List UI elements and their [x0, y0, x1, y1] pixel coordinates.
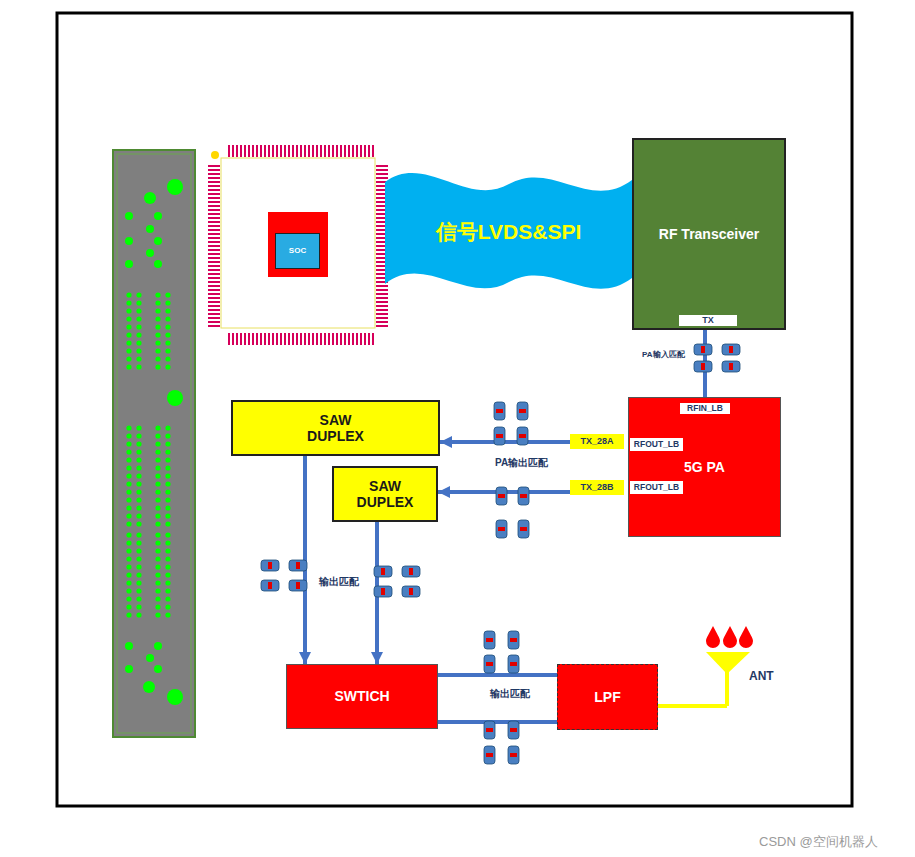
- node-text: TX_28B: [580, 483, 613, 492]
- matching-component: [496, 520, 507, 538]
- matching-component: [694, 344, 712, 355]
- watermark: CSDN @空间机器人: [758, 835, 879, 849]
- pin-label-box: TX: [679, 315, 737, 326]
- die: [268, 212, 328, 277]
- matching-component: [484, 631, 495, 649]
- antenna-stem: [725, 672, 729, 706]
- node-text: LPF: [594, 689, 620, 705]
- matching-component: [484, 721, 495, 739]
- node-text: TX_28A: [580, 437, 613, 446]
- callout-label: 输出匹配: [318, 576, 360, 587]
- chip-pins: [208, 145, 388, 345]
- matching-component: [494, 427, 505, 445]
- matching-component: [518, 520, 529, 538]
- matching-component: [508, 746, 519, 764]
- node-text: SWTICH: [334, 688, 389, 704]
- net-label-box: TX_28B: [570, 480, 624, 495]
- matching-component: [289, 560, 307, 571]
- node-text: SAW DUPLEX: [345, 478, 425, 510]
- callout-label: PA输入匹配: [641, 351, 686, 360]
- node-text: 信号LVDS&SPI: [436, 220, 581, 244]
- matching-component: [402, 566, 420, 577]
- matching-component: [518, 487, 529, 505]
- soc-chip: SOC: [275, 233, 320, 269]
- matching-component: [374, 566, 392, 577]
- matching-component: [508, 631, 519, 649]
- chip-body: [221, 158, 375, 328]
- matching-component: [722, 344, 740, 355]
- matching-component: [484, 746, 495, 764]
- antenna-label: ANT: [748, 670, 775, 683]
- matching-component: [694, 361, 712, 372]
- matching-component: [261, 560, 279, 571]
- matching-component: [289, 580, 307, 591]
- antenna-feed: [658, 704, 727, 708]
- matching-component: [402, 586, 420, 597]
- callout-label: PA输出匹配: [494, 457, 549, 468]
- pa-box: RFIN_LB RFOUT_LB RFOUT_LB 5G PA: [628, 397, 781, 537]
- pin-label-box: RFIN_LB: [680, 403, 730, 414]
- node-text: 5G PA: [684, 459, 725, 475]
- callout-label: 输出匹配: [489, 688, 531, 699]
- matching-component: [496, 487, 507, 505]
- transceiver-box: TX RF Transceiver: [632, 138, 786, 330]
- filter-box: SAW DUPLEX: [231, 400, 440, 456]
- matching-component: [722, 361, 740, 372]
- matching-component: [508, 721, 519, 739]
- connector-board: [113, 150, 195, 737]
- pin-label-box: RFOUT_LB: [630, 438, 683, 451]
- filter-box: SAW DUPLEX: [332, 466, 438, 522]
- matching-component: [484, 655, 495, 673]
- pin1-dot: [211, 151, 219, 159]
- signal-connector: [438, 673, 557, 677]
- antenna-symbol: [706, 652, 750, 674]
- connector-board-inner: [117, 154, 191, 733]
- matching-component: [261, 580, 279, 591]
- node-text: RF Transceiver: [659, 226, 759, 242]
- matching-component: [494, 402, 505, 420]
- matching-component: [374, 586, 392, 597]
- switch-box: SWTICH: [286, 664, 438, 729]
- connector-pads: [125, 179, 183, 705]
- node-text: SOC: [289, 246, 306, 255]
- matching-component: [517, 402, 528, 420]
- antenna-waves: [706, 626, 753, 648]
- filter-box: LPF: [557, 664, 658, 730]
- net-label-box: TX_28A: [570, 434, 624, 449]
- matching-component: [508, 655, 519, 673]
- node-text: TX: [702, 316, 714, 325]
- outer-frame: [57, 13, 852, 806]
- node-text: RFIN_LB: [687, 404, 723, 413]
- pin-label-box: RFOUT_LB: [630, 481, 683, 494]
- matching-component: [517, 427, 528, 445]
- signal-connector: [438, 720, 557, 724]
- node-text: SAW DUPLEX: [291, 412, 381, 444]
- signal-band: 信号LVDS&SPI: [385, 160, 632, 305]
- node-text: RFOUT_LB: [634, 440, 679, 449]
- node-text: RFOUT_LB: [634, 483, 679, 492]
